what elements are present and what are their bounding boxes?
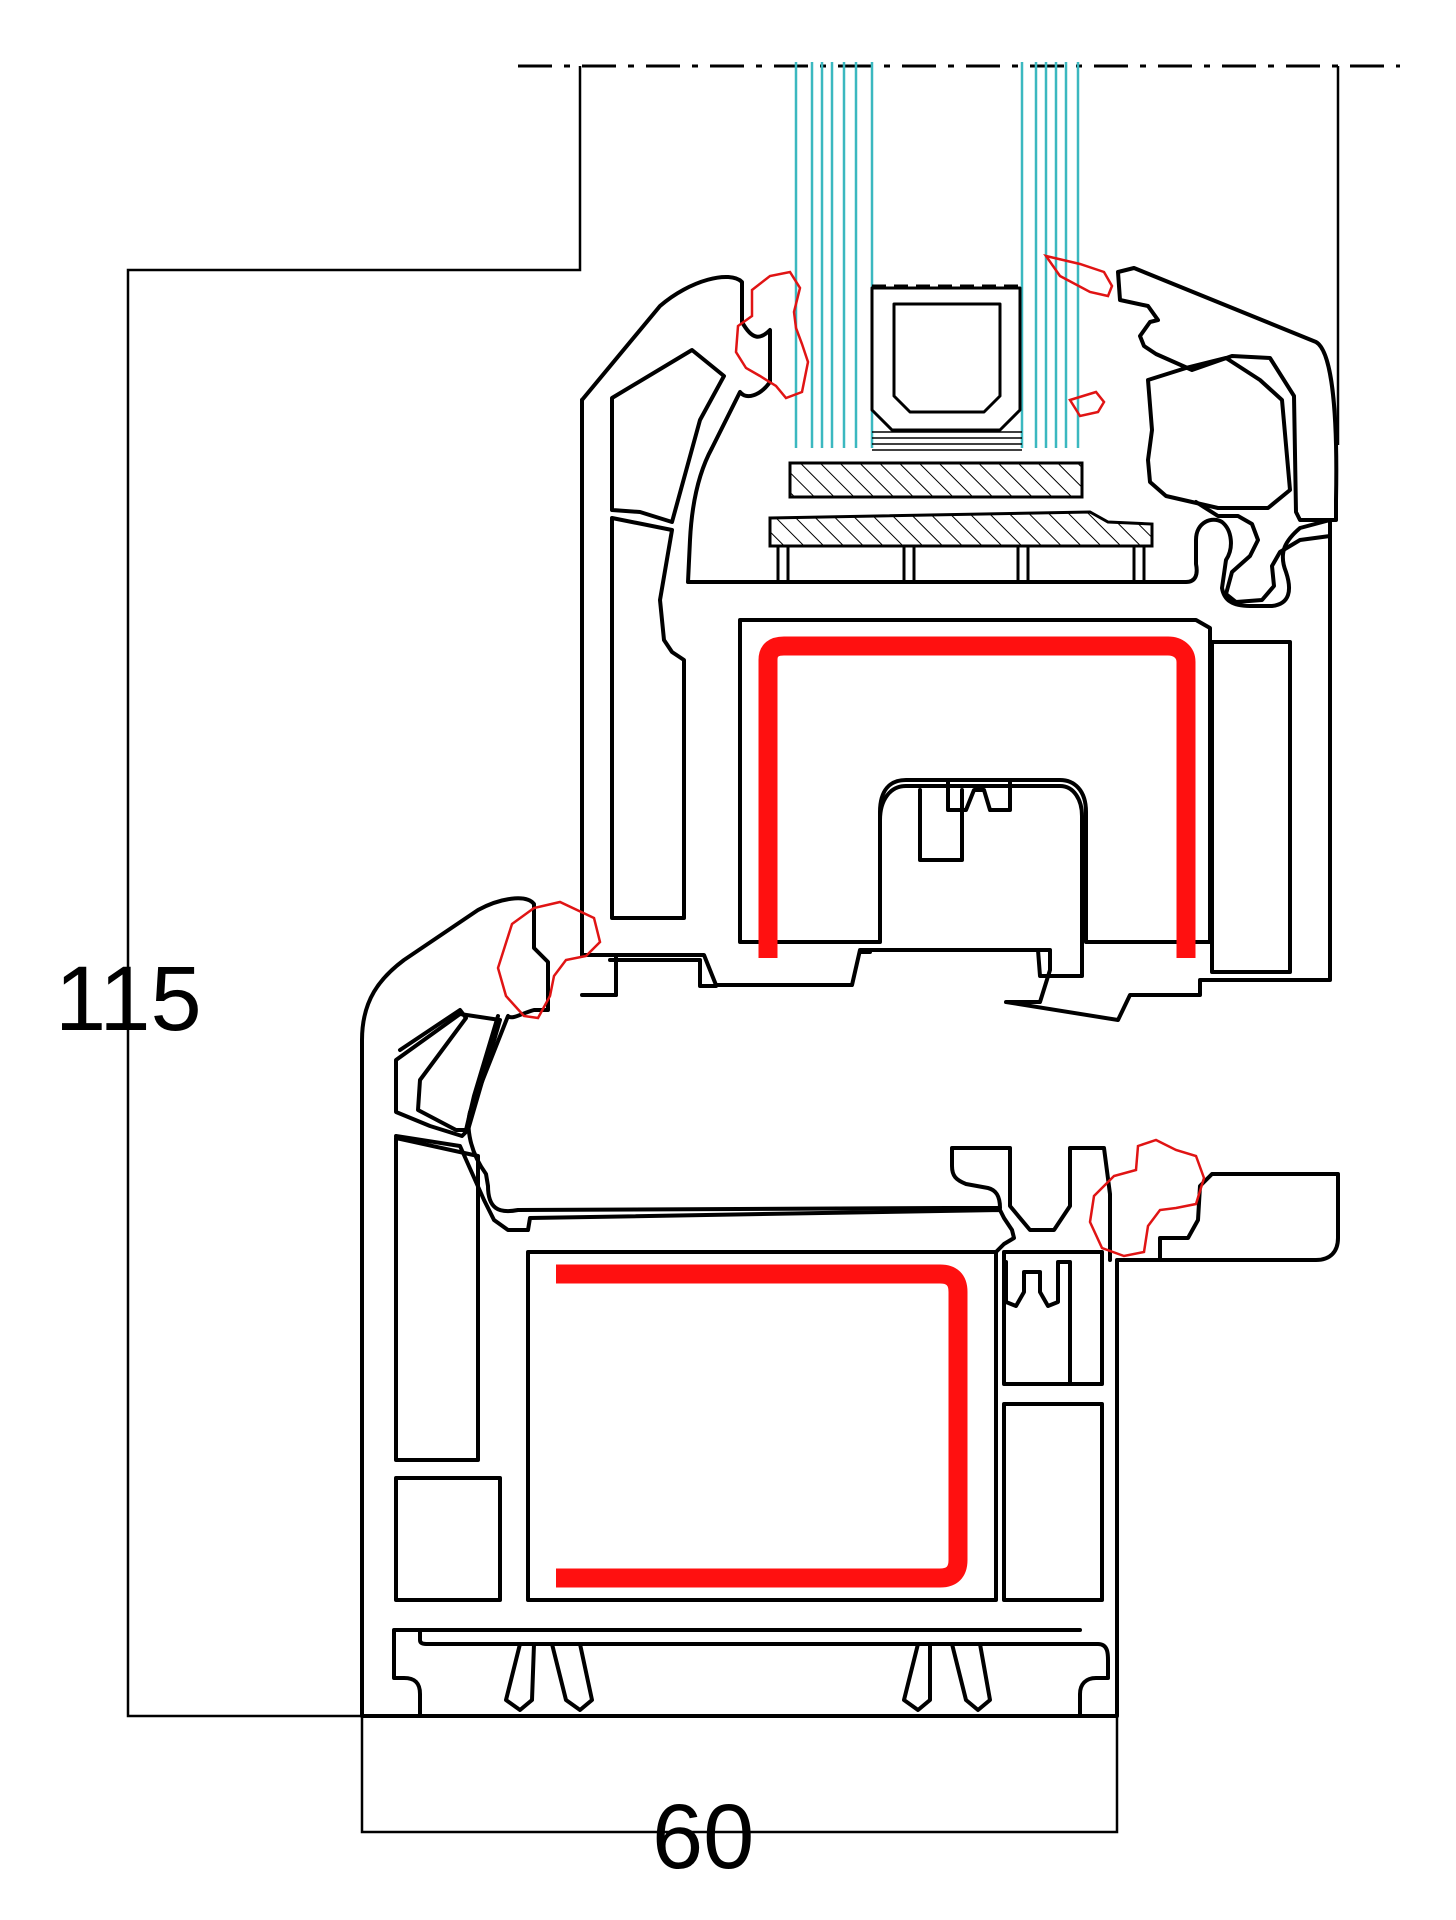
inner-glass-pane (1020, 62, 1080, 448)
gaskets (496, 254, 1206, 1258)
gasket-frame-right (1088, 1138, 1206, 1258)
sash-steel-reinforcement (758, 636, 1196, 958)
glazing-block-lower (768, 510, 1154, 548)
width-dimension-label: 60 (652, 1786, 754, 1888)
gasket-glass-inner (1068, 390, 1106, 418)
height-dimension: 115 (55, 66, 582, 1718)
frame-profile (360, 896, 1340, 1718)
glazing-unit (794, 62, 1080, 451)
sash-profile (580, 266, 1339, 1022)
sash-left-chambers (580, 398, 718, 997)
outer-glass-pane (794, 62, 874, 448)
glazing-block-upper (788, 461, 1084, 499)
height-dimension-label: 115 (55, 948, 202, 1050)
frame-steel-reinforcement (556, 1264, 968, 1588)
glazing-block-legs (776, 544, 1146, 584)
glass-spacer (870, 284, 1022, 451)
gasket-sash-top-right (1043, 254, 1114, 298)
gasket-sash-top-left (734, 270, 810, 400)
gasket-frame-left (496, 900, 602, 1020)
